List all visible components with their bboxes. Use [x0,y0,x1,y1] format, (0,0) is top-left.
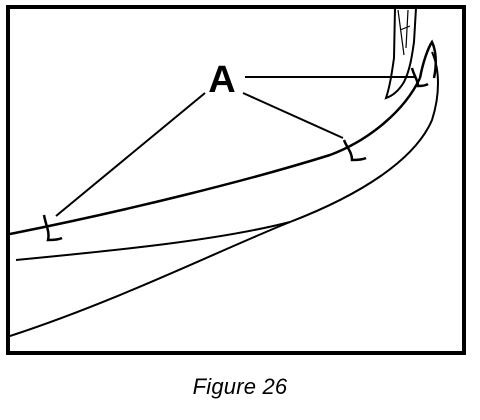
lower-strip [15,221,291,261]
tool-icon [384,7,417,100]
callout-line-left [55,92,206,217]
clamp-left [42,214,63,242]
callout-label: A [208,59,235,101]
inner-curve [9,51,439,337]
callout-line-middle [242,92,344,139]
clamp-right [410,67,429,88]
hook-tip [418,39,437,79]
figure-frame [6,5,466,355]
clamp-middle [342,139,367,162]
upper-curve [9,77,422,236]
figure-caption: Figure 26 [192,374,288,399]
